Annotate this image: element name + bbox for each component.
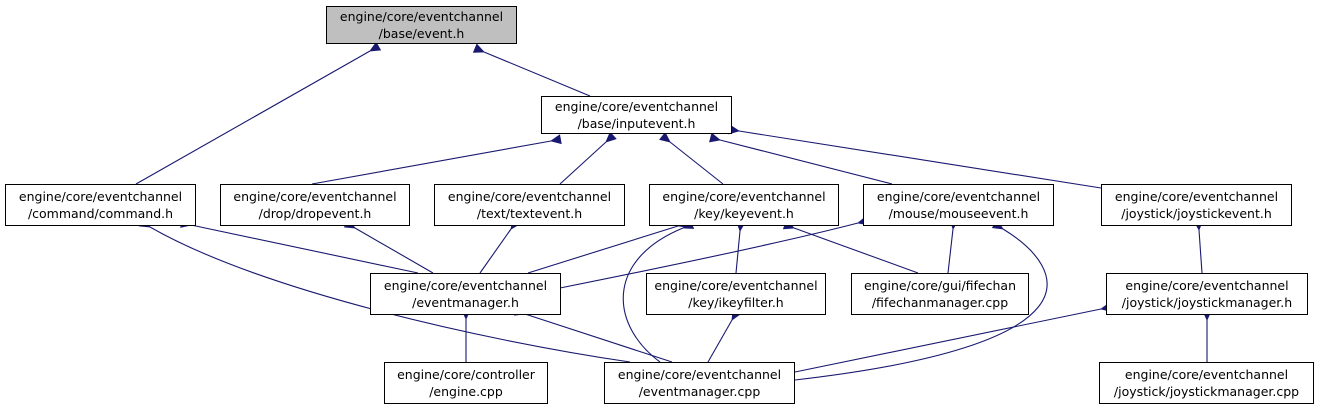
- node-command-h[interactable]: engine/core/eventchannel /command/comman…: [5, 184, 196, 226]
- node-dropevent-h[interactable]: engine/core/eventchannel /drop/dropevent…: [220, 184, 410, 226]
- edge-eventmanager_h-to-dropevent_h: [343, 218, 434, 274]
- node-eventmanager-h-line1: engine/core/eventchannel: [383, 278, 548, 293]
- node-command-h-line1: engine/core/eventchannel: [18, 189, 183, 204]
- node-inputevent-h[interactable]: engine/core/eventchannel /base/inputeven…: [541, 96, 732, 134]
- edge-eventmanager_h-to-keyevent_h: [527, 218, 690, 274]
- edge-textevent_h-to-inputevent_h: [559, 131, 617, 185]
- node-mouseevent-h-line2: /mouse/mouseevent.h: [888, 206, 1029, 221]
- node-dropevent-h-line1: engine/core/eventchannel: [233, 189, 397, 204]
- node-event-h-line2: /base/event.h: [378, 26, 465, 41]
- node-eventmanager-cpp[interactable]: engine/core/eventchannel /eventmanager.c…: [604, 362, 795, 404]
- node-fifechanmanager-cpp[interactable]: engine/core/gui/fifechan /fifechanmanage…: [851, 273, 1029, 315]
- node-textevent-h-line2: /text/textevent.h: [476, 206, 583, 221]
- node-ikeyfilter-h[interactable]: engine/core/eventchannel /key/ikeyfilter…: [646, 273, 826, 315]
- edge-eventmanager_cpp-to-joystickmanager_h: [794, 302, 1112, 373]
- node-keyevent-h-line1: engine/core/eventchannel: [662, 189, 826, 204]
- node-joystickmanager-cpp[interactable]: engine/core/eventchannel /joystick/joyst…: [1099, 362, 1314, 404]
- node-joystickevent-h[interactable]: engine/core/eventchannel /joystick/joyst…: [1101, 184, 1292, 226]
- node-engine-cpp-line2: /engine.cpp: [429, 384, 503, 399]
- node-fifechanmanager-cpp-line2: /fifechanmanager.cpp: [871, 295, 1009, 310]
- node-eventmanager-h-line2: /eventmanager.h: [412, 295, 519, 310]
- node-dropevent-h-line2: /drop/dropevent.h: [258, 206, 372, 221]
- edge-command_h-to-event_h: [135, 41, 382, 185]
- edge-fifechanmanager_cpp-to-mouseevent_h: [947, 218, 960, 274]
- edge-eventmanager_h-to-mouseevent_h: [559, 215, 869, 289]
- edge-mouseevent_h-to-inputevent_h: [709, 132, 893, 185]
- node-joystickmanager-h[interactable]: engine/core/eventchannel /joystick/joyst…: [1106, 273, 1308, 315]
- node-joystickevent-h-line1: engine/core/eventchannel: [1114, 189, 1279, 204]
- edge-inputevent_h-to-event_h: [472, 43, 591, 97]
- node-joystickmanager-cpp-line1: engine/core/eventchannel: [1124, 367, 1289, 382]
- edge-dropevent_h-to-inputevent_h: [311, 134, 562, 185]
- node-engine-cpp-line1: engine/core/controller: [397, 367, 535, 382]
- node-keyevent-h-line2: /key/keyevent.h: [694, 206, 794, 221]
- node-joystickevent-h-line2: /joystick/joystickevent.h: [1121, 206, 1272, 221]
- node-eventmanager-cpp-line2: /eventmanager.cpp: [638, 384, 761, 399]
- edge-joystickmanager_h-to-joystickevent_h: [1193, 219, 1204, 274]
- node-mouseevent-h[interactable]: engine/core/eventchannel /mouse/mouseeve…: [863, 184, 1054, 226]
- node-eventmanager-h[interactable]: engine/core/eventchannel /eventmanager.h: [370, 273, 561, 315]
- edge-eventmanager_cpp-to-eventmanager_h: [513, 306, 673, 363]
- node-ikeyfilter-h-line2: /key/ikeyfilter.h: [688, 295, 784, 310]
- edge-eventmanager_h-to-textevent_h: [479, 217, 521, 274]
- node-eventmanager-cpp-line1: engine/core/eventchannel: [617, 367, 782, 382]
- node-inputevent-h-line1: engine/core/eventchannel: [554, 99, 719, 114]
- node-textevent-h-line1: engine/core/eventchannel: [447, 189, 612, 204]
- node-ikeyfilter-h-line1: engine/core/eventchannel: [654, 278, 818, 293]
- node-event-h[interactable]: engine/core/eventchannel /base/event.h: [326, 6, 517, 44]
- edge-ikeyfilter_h-to-keyevent_h: [735, 220, 746, 274]
- node-fifechanmanager-cpp-line1: engine/core/gui/fifechan: [863, 278, 1016, 293]
- node-mouseevent-h-line1: engine/core/eventchannel: [876, 189, 1041, 204]
- node-event-h-line1: engine/core/eventchannel: [339, 9, 504, 24]
- edge-fifechanmanager_cpp-to-keyevent_h: [782, 219, 919, 274]
- node-joystickmanager-h-line2: /joystick/joystickmanager.h: [1121, 295, 1293, 310]
- edge-eventmanager_h-to-command_h: [180, 218, 419, 274]
- edge-eventmanager_cpp-to-ikeyfilter_h: [707, 308, 742, 363]
- edge-keyevent_h-to-inputevent_h: [659, 131, 724, 185]
- node-engine-cpp[interactable]: engine/core/controller /engine.cpp: [384, 362, 548, 404]
- node-command-h-line2: /command/command.h: [27, 206, 174, 221]
- node-inputevent-h-line2: /base/inputevent.h: [577, 116, 696, 131]
- edge-eventmanager_cpp-to-keyevent_h: [622, 219, 695, 363]
- node-textevent-h[interactable]: engine/core/eventchannel /text/textevent…: [434, 184, 625, 226]
- edge-joystickevent_h-to-inputevent_h: [728, 124, 1102, 189]
- node-joystickmanager-h-line1: engine/core/eventchannel: [1125, 278, 1289, 293]
- edge-eventmanager_cpp-to-mouseevent_h: [794, 219, 1048, 381]
- node-keyevent-h[interactable]: engine/core/eventchannel /key/keyevent.h: [649, 184, 839, 226]
- node-joystickmanager-cpp-line2: /joystick/joystickmanager.cpp: [1113, 384, 1300, 399]
